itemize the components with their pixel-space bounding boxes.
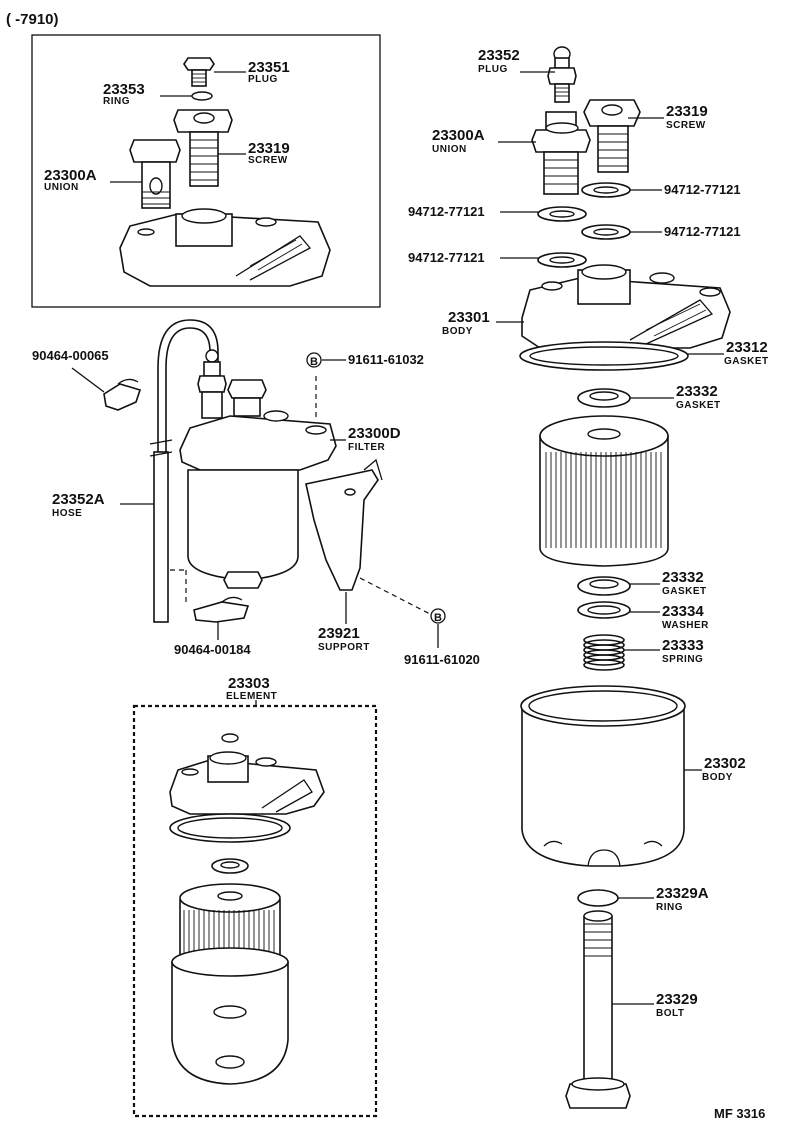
hose-clip-upper xyxy=(103,378,142,411)
callout-number-23333: 23333 xyxy=(662,637,704,654)
callout-name-spring: SPRING xyxy=(662,654,703,665)
callout-name-gasket: GASKET xyxy=(724,356,769,367)
washer-94712-a xyxy=(581,182,631,198)
spring-coil xyxy=(583,654,625,666)
callout-name-gasket-upper: GASKET xyxy=(676,400,721,411)
callout-number-23301: 23301 xyxy=(448,309,490,326)
inset-union-part xyxy=(129,139,181,209)
kit-bowl-part xyxy=(171,947,289,1085)
callout-number-23352a: 23352A xyxy=(52,491,105,508)
callout-number-23300d: 23300D xyxy=(348,425,401,442)
washer-part xyxy=(577,601,631,619)
union-part xyxy=(531,111,591,195)
callout-number-23353: 23353 xyxy=(103,81,145,98)
spring-part xyxy=(583,634,625,671)
callout-number-23302: 23302 xyxy=(704,755,746,772)
callout-name-body: BODY xyxy=(442,326,473,337)
filter-element-part xyxy=(539,415,669,567)
callout-number-94712-d: 94712-77121 xyxy=(408,250,485,265)
callout-number-23921: 23921 xyxy=(318,625,360,642)
kit-cover-part xyxy=(169,751,325,815)
callout-number-90464-00065: 90464-00065 xyxy=(32,348,109,363)
kit-gasket-small-part xyxy=(211,858,249,874)
element-kit-box xyxy=(132,704,378,1118)
model-range-label: ( -7910) xyxy=(6,11,59,28)
hose-clip-lower xyxy=(193,596,250,623)
bolt-marker-b-upper-letter: B xyxy=(310,356,318,368)
washer-94712-b xyxy=(537,206,587,222)
callout-number-23332-upper: 23332 xyxy=(676,383,718,400)
filter-assembly-part xyxy=(179,349,337,589)
screw-part xyxy=(583,99,641,173)
bolt-marker-b-lower xyxy=(430,608,446,624)
callout-number-23332-lower: 23332 xyxy=(662,569,704,586)
inset-plug-part xyxy=(183,57,215,87)
kit-ring-part xyxy=(221,733,239,743)
callout-name-gasket-lower: GASKET xyxy=(662,586,707,597)
callout-number-94712-a: 94712-77121 xyxy=(664,182,741,197)
callout-name-plug-inset: PLUG xyxy=(248,74,278,85)
fuel-hose-lower xyxy=(153,451,169,623)
filter-body-cover-part xyxy=(521,264,731,349)
gasket-23332-upper-part xyxy=(577,388,631,408)
support-bracket-part xyxy=(305,458,383,591)
callout-number-23300a-inset: 23300A xyxy=(44,167,97,184)
callout-number-23303: 23303 xyxy=(228,675,270,692)
callout-number-23319: 23319 xyxy=(666,103,708,120)
callout-name-bolt: BOLT xyxy=(656,1008,684,1019)
callout-number-94712-c: 94712-77121 xyxy=(664,224,741,239)
diagram-code: MF 3316 xyxy=(714,1106,765,1121)
callout-name-washer: WASHER xyxy=(662,620,709,631)
gasket-23332-lower-part xyxy=(577,576,631,596)
callout-number-91611-61020: 91611-61020 xyxy=(404,652,480,667)
bolt-marker-b-upper xyxy=(306,352,322,368)
callout-number-23329: 23329 xyxy=(656,991,698,1008)
callout-number-23312: 23312 xyxy=(726,339,768,356)
kit-gasket-part xyxy=(169,813,291,843)
callout-name-element-kit: ELEMENT xyxy=(226,691,277,702)
inset-filter-cover xyxy=(119,208,331,287)
callout-name-union-inset: UNION xyxy=(44,182,79,193)
bleeder-plug-part xyxy=(547,46,577,103)
early-model-inset-box xyxy=(31,34,381,308)
callout-name-screw-inset: SCREW xyxy=(248,155,288,166)
callout-number-23334: 23334 xyxy=(662,603,704,620)
callout-number-23351: 23351 xyxy=(248,59,290,76)
callout-number-23300a: 23300A xyxy=(432,127,485,144)
callout-name-hose: HOSE xyxy=(52,508,82,519)
callout-name-support: SUPPORT xyxy=(318,642,370,653)
bolt-marker-b-lower-letter: B xyxy=(434,612,442,624)
body-gasket-part xyxy=(519,341,689,371)
filter-bowl-part xyxy=(520,685,686,867)
callout-name-body-bowl: BODY xyxy=(702,772,733,783)
inset-ring-part xyxy=(191,91,213,101)
spring-coil xyxy=(583,659,625,671)
inset-screw-part xyxy=(173,109,233,187)
washer-94712-c xyxy=(581,224,631,240)
callout-number-90464-00184: 90464-00184 xyxy=(174,642,251,657)
washer-94712-d xyxy=(537,252,587,268)
callout-number-23329a: 23329A xyxy=(656,885,709,902)
callout-number-23352: 23352 xyxy=(478,47,520,64)
callout-number-94712-b: 94712-77121 xyxy=(408,204,485,219)
callout-name-ring: RING xyxy=(103,96,130,107)
callout-number-23319-inset: 23319 xyxy=(248,140,290,157)
callout-name-union: UNION xyxy=(432,144,467,155)
callout-name-filter: FILTER xyxy=(348,442,386,453)
callout-number-91611-61032: 91611-61032 xyxy=(348,352,424,367)
callout-name-screw: SCREW xyxy=(666,120,706,131)
callout-name-plug: PLUG xyxy=(478,64,508,75)
callout-name-ring-lower: RING xyxy=(656,902,683,913)
center-bolt-part xyxy=(565,910,631,1109)
ring-part xyxy=(577,889,619,907)
